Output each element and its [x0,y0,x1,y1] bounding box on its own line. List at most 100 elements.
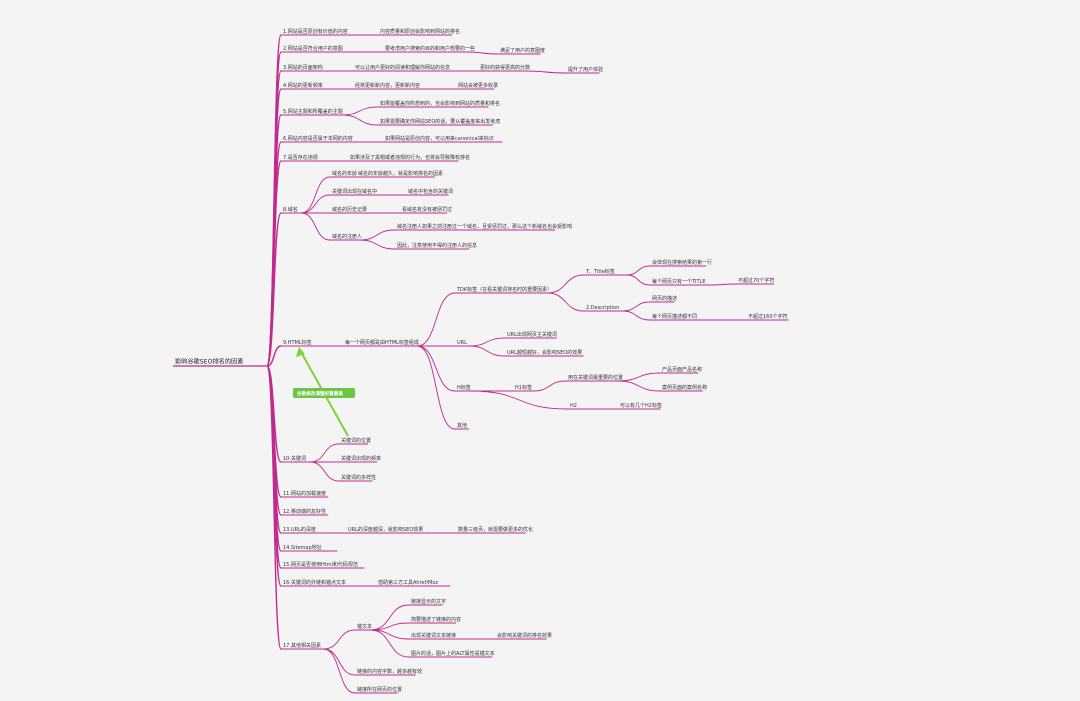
edge-b8d-b8d1 [359,229,396,241]
node-b9a3a1a: 产品页面产品名称 [662,366,702,373]
callout-arrowhead [296,347,305,357]
node-b9a2a: URL出现网页主关键词 [507,331,557,338]
node-b10b: 关键词出现的频率 [341,455,381,462]
node-b9a1b2: 每个网页描述都不同 [652,313,697,320]
node-b9a3b: H2 [570,403,577,409]
edge-b9a1b-b9a1b1 [622,301,651,312]
node-b4: 4.网站的更新频率 [283,82,323,89]
node-b1: 1.网站是否原创有价值的内容 [283,28,348,35]
edge-b17a-b17a1 [370,604,410,631]
node-b17a3: 出现关键词文本链接 [411,632,456,639]
node-b5a: 如果能覆盖你所想到的，也会影响到网站的质量和排名 [380,100,500,107]
node-b9a2b: URL越短越好，会影响SEO的效果 [507,349,582,356]
node-b4a: 经常更新新内容，更新新内容 [355,82,420,89]
edge-b2a-b2b [466,51,499,55]
root-node: 影响谷歌SEO排名的因素 [175,358,243,366]
node-b1a: 内容质量和原创会影响到网站的排名 [380,28,460,35]
node-b17a3a: 会影响关键词的排名效果 [497,632,552,639]
node-b3c: 提升了用户体验 [568,66,603,73]
node-b9a1b1: 网页的描述 [652,295,677,302]
node-b9a1: TDK标签（在看关键词排名时的重要因素） [456,286,552,293]
node-b8c: 域名的历史记录 [332,206,367,213]
node-b8c1: 看域名有没有被惩罚过 [402,206,452,213]
edge-b9a2-b9a2a [468,337,506,347]
edge-b8d-b8d2 [359,239,396,250]
node-b17a1: 链接显示的文字 [411,598,446,605]
node-b9a1a3: 不超过70个字符 [738,277,774,284]
node-b10c: 关键词的多样性 [341,474,376,481]
node-b17a: 锚文本 [357,623,372,630]
node-b9a1a: T、Title标签 [585,268,615,275]
edge-b8-b8b [301,194,331,214]
node-b2b: 满足了用户的意图度 [500,47,545,54]
edge-b9a3a1-b9a3a1a [617,372,661,382]
node-b4b: 网站会被更多收录 [458,82,498,89]
edge-root-b16 [266,365,282,587]
node-b16a: 借助第三方工具Ahref/Moz [378,579,438,586]
node-b2: 2.网站是否符合用户的意图 [283,45,343,52]
edge-b9a-b9a4 [417,345,456,430]
node-b11: 11.网站的加载速度 [283,490,326,497]
edge-b9a3a-b9a3a1 [533,380,567,392]
edge-b5-b5a [341,106,379,116]
node-b17a2: 简要描述了链接的内容 [411,616,461,623]
edge-b9a1b-b9a1b2 [622,310,651,321]
node-b8a: 域名的年龄 [332,170,357,177]
node-b15: 15.网页是否使用Html和代码规范 [283,561,358,568]
edge-b17-b17a [323,629,356,650]
node-b9a3b1: 可以有几个H2标签 [620,402,662,409]
node-b17c: 链接所在网页的位置 [357,686,402,693]
edge-root-b9 [266,345,282,367]
edge-b9a1a2-b9a1a3 [710,283,737,286]
edge-root-b8 [266,212,282,367]
edge-b9a2-b9a2b [468,345,506,357]
edge-b8-b8d [301,212,331,241]
node-b9a2: URL [457,340,467,346]
edge-b17-b17c [323,648,356,694]
mindmap-edges [266,34,746,694]
node-b3a: 可以让用户更好的阅读和理解你网站的信息 [355,64,450,71]
node-b12: 12.移动端的友好性 [283,508,326,515]
node-b13: 13.URL的深度 [283,526,316,533]
edge-b8-b8a [300,176,331,214]
node-b16: 16.关键词的外链和锚点文本 [283,579,346,586]
edge-b9a1-b9a1a [547,274,585,294]
node-b17b: 链接的内容字数，越多越有效 [357,668,422,675]
edge-b9a1-b9a1b [547,292,585,312]
node-b13b: 数量三级页，就需要做更多的优化 [458,526,533,533]
node-b9: 9.HTML标签 [283,339,312,346]
edge-root-b17 [266,365,282,650]
node-b9a1b3: 不超过160个字符 [748,313,788,320]
mindmap-nodes: 1.网站是否原创有价值的内容 内容质量和原创会影响到网站的排名 2.网站是否符合用户… [173,28,789,694]
node-b8a1: 域名的年龄越久，就是影响排名的因素 [358,170,443,177]
node-b9a3a: H1标签 [515,384,532,391]
edge-b9a-b9a3 [417,345,456,392]
node-b9a: 每一个网页都是由HTML标签组成 [345,339,419,346]
node-b3: 3.网站的页面架构 [283,64,323,71]
node-b2a: 要考虑用户搜索的目的和用户想要的一些 [385,45,475,52]
node-b9a1a1: 会体现在搜索结果的第一行 [652,259,712,266]
edge-b9a1a-b9a1a2 [626,274,651,286]
node-b6: 6.网站内容是否属于本网的内容 [283,135,353,142]
node-b8d: 域名的注册人 [332,233,362,240]
node-b7a: 如果涉及了黑帽或者违规的行为，也将会导致降权排名 [350,154,470,161]
node-b9a1a2: 每个网页只有一个TITLE [652,278,706,285]
edge-b9a1a-b9a1a1 [626,265,651,276]
edge-b5-b5b [341,114,379,126]
node-b9a3a1: 用在关键词最重要的位置 [568,374,623,381]
callout-text: 谷歌修改调整权重最高 [297,390,343,397]
node-b10: 10.关键词 [283,455,306,462]
node-b14: 14.Sitemap地址 [283,544,322,551]
node-b8: 8.域名 [283,206,298,213]
edge-b17a-b17a3 [370,629,410,640]
node-b5: 5.网站主题和所覆盖的主题 [283,108,343,115]
node-b17a4: 图片的话，图片上的ALT属性是锚文本 [411,650,495,657]
node-b8b: 关键词出现在域名中 [332,188,377,195]
node-b9a3a1b: 案例页面的案例名称 [662,384,707,391]
edge-b9a-b9a1 [417,292,456,347]
node-b17: 17.其他相关因素 [283,642,321,649]
node-b8b1: 域名中包含的关键词 [408,188,453,195]
node-b7: 7.是否存在违规 [283,154,318,161]
